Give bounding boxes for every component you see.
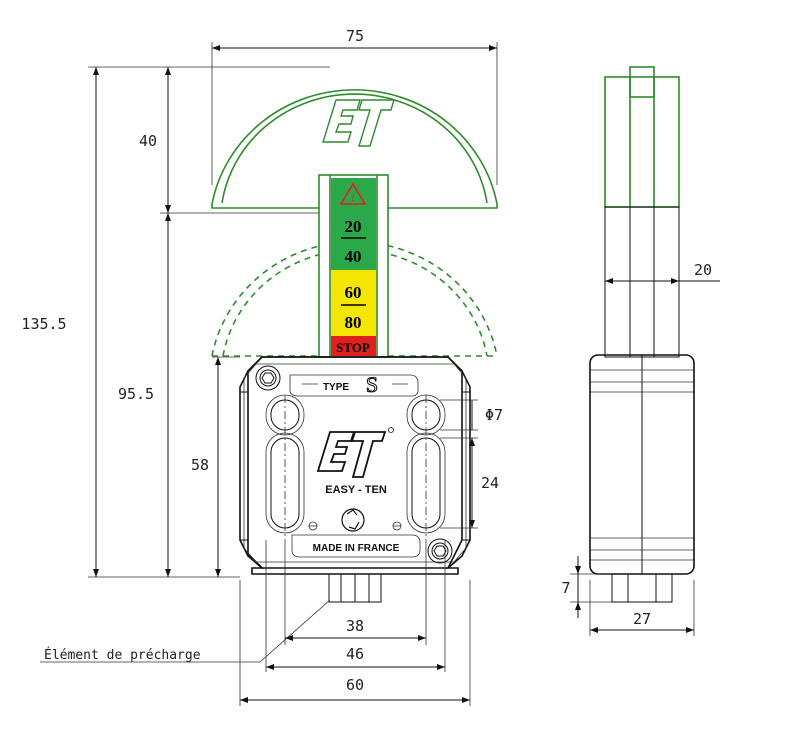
dimension-95-5-label: 95.5 [118,385,154,403]
dimension-27: 27 [589,580,695,636]
made-in-text: MADE IN FRANCE [313,543,400,554]
dimension-20-label: 20 [694,261,712,279]
dimension-60-label: 60 [346,676,364,694]
dimension-46: 46 [265,540,446,672]
dimension-135-5: 135.5 [0,66,330,578]
screw-top-left-icon [255,365,281,391]
scale-green-zone [331,178,376,270]
dimension-95-5: 95.5 [112,213,171,577]
dimension-75-label: 75 [346,27,364,45]
scale-label-60: 60 [345,283,362,302]
preload-callout-label: Élément de précharge [44,647,201,663]
scale-label-40: 40 [345,247,362,266]
dimension-side-7-label: 7 [561,579,570,597]
recycle-icon [341,508,365,532]
dimension-58-label: 58 [191,456,209,474]
dimension-hole-diameter: Φ7 [440,399,503,431]
dimension-75: 75 [211,27,498,185]
dimension-24: 24 [440,437,499,529]
scale-yellow-zone [331,270,376,336]
type-value: S [366,372,378,397]
svg-text:!: ! [351,194,355,204]
dimension-38: 38 [284,540,427,645]
right-mounting-slots [406,394,446,540]
dimension-135-5-label: 135.5 [21,315,66,333]
dimension-24-label: 24 [481,474,499,492]
dimension-58: 58 [191,356,240,577]
device-body [239,356,471,575]
scale-label-stop: STOP [336,340,370,355]
side-view [589,66,695,603]
scale-label-80: 80 [345,313,362,332]
dimension-40: 40 [139,67,330,214]
scale-red-zone [331,336,376,356]
warning-triangle-icon: ! [339,182,367,205]
scale-label-20: 20 [345,217,362,236]
brand-text: EASY - TEN [325,484,387,496]
dimension-hole-diameter-label: Φ7 [485,406,503,424]
dimension-46-label: 46 [346,645,364,663]
tension-scale: ! 20 40 60 80 STOP [318,174,389,358]
type-label: TYPE [323,382,349,393]
pin-right-icon [392,521,402,531]
et-logo-body-icon [316,427,394,478]
et-logo-handle-icon [322,99,395,147]
preload-callout: Élément de précharge [40,599,331,663]
dimension-60: 60 [239,580,471,706]
made-in-plate: MADE IN FRANCE [291,534,421,558]
type-plate: TYPE S [289,372,419,398]
dimension-27-label: 27 [633,610,651,628]
dimension-side-7: 7 [561,556,612,618]
preload-element [328,573,382,603]
pin-left-icon [308,521,318,531]
screw-bottom-right-icon [427,538,453,564]
dimension-38-label: 38 [346,617,364,635]
dimension-20: 20 [605,261,720,284]
left-mounting-slots [265,394,305,540]
dimension-40-label: 40 [139,132,157,150]
handle-dome [211,89,498,357]
